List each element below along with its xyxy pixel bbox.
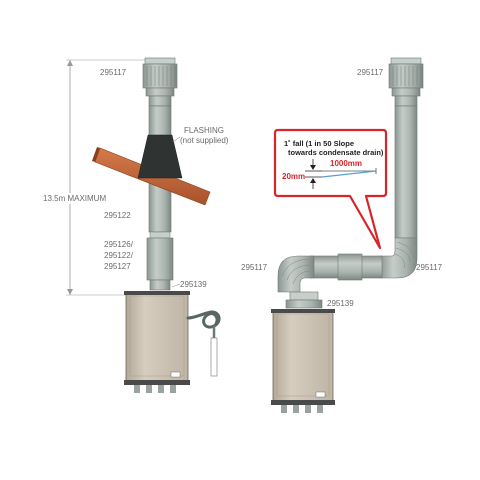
fall-height-label: 20mm (282, 172, 305, 181)
left-terminal-cowl (142, 57, 178, 107)
right-assembly: 295117 295117 295117 295139 (241, 57, 443, 413)
callout-title-line1: 1˚ fall (1 in 50 Slope (284, 139, 354, 148)
left-adaptor-code: 295139 (180, 280, 207, 289)
right-adaptor-code: 295139 (327, 299, 354, 308)
left-pipe-code: 295122 (104, 211, 131, 220)
max-length-dimension (40, 59, 150, 296)
slope-callout: 1˚ fall (1 in 50 Slope towards condensat… (273, 128, 388, 250)
right-adaptor (289, 291, 319, 301)
left-cowl-code: 295117 (100, 68, 127, 77)
run-length-label: 1000mm (330, 159, 362, 168)
flashing-cone (137, 134, 183, 179)
right-terminal-cowl (388, 57, 424, 107)
extension-code-2: 295122/ (104, 251, 134, 260)
right-elbow (379, 237, 418, 279)
left-elbow-code: 295117 (241, 263, 268, 272)
pipe-coupler (337, 253, 363, 281)
right-cowl-code: 295117 (357, 68, 384, 77)
extension-code-1: 295126/ (104, 240, 134, 249)
max-length-label: 13.5m MAXIMUM (43, 194, 106, 203)
flashing-label: FLASHING (184, 126, 224, 135)
right-elbow-code: 295117 (416, 263, 443, 272)
right-flue-pipe (394, 105, 418, 239)
flashing-note: (not supplied) (180, 136, 229, 145)
left-extension-pipe (146, 237, 174, 281)
left-assembly: 295117 FLASHING (not supplied) 13.5m MAX… (40, 57, 229, 393)
left-adaptor (149, 279, 171, 291)
left-water-heater (124, 291, 190, 393)
right-water-heater (271, 309, 335, 413)
callout-title-line2: towards condensate drain) (288, 148, 384, 157)
condensate-drain-coil (186, 310, 221, 377)
extension-code-3: 295127 (104, 262, 131, 271)
